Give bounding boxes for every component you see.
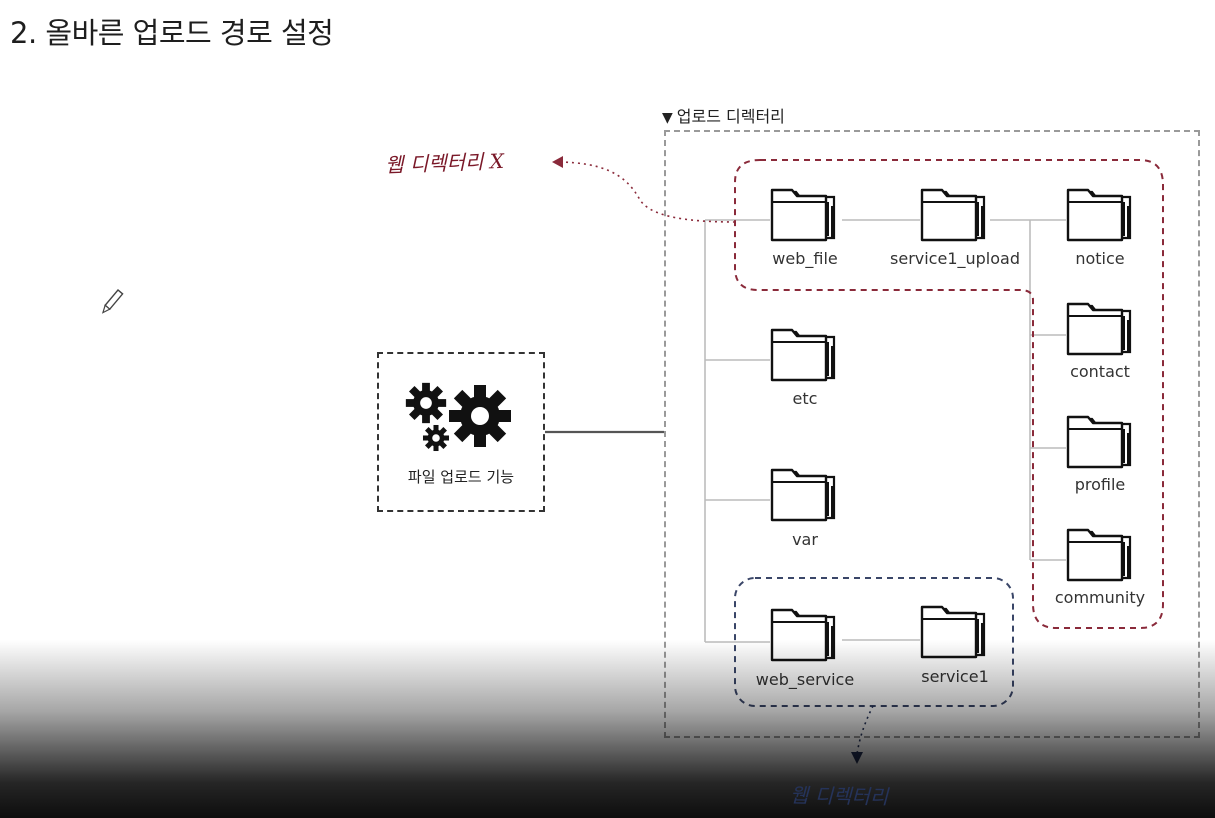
folder-label-profile: profile [1074, 475, 1126, 494]
folder-label-var: var [792, 530, 818, 549]
annotation-not-web-dir: 웹 디렉터리 X [384, 148, 505, 178]
red-arrow-head [552, 156, 563, 168]
folder-label-community: community [1054, 588, 1146, 607]
red-dashed-region [734, 159, 1164, 629]
folder-label-web-file: web_file [772, 249, 838, 268]
triangle-down-icon: ▼ [662, 110, 673, 126]
folder-label-etc: etc [792, 389, 818, 408]
folder-label-web-service: web_service [755, 670, 855, 689]
folder-label-service1: service1 [921, 667, 989, 686]
upload-dir-title: 업로드 디렉터리 [676, 107, 785, 126]
folder-label-contact: contact [1070, 362, 1130, 381]
blue-arrow-head [851, 752, 863, 764]
feature-label: 파일 업로드 기능 [407, 468, 515, 486]
file-upload-feature-box: 파일 업로드 기능 [377, 352, 545, 512]
annotation-web-dir: 웹 디렉터리 [789, 783, 889, 809]
upload-dir-label: ▼업로드 디렉터리 [662, 103, 785, 127]
upload-directory-box [664, 130, 1200, 738]
folder-label-service1-upload: service1_upload [890, 249, 1020, 268]
page-title: 2. 올바른 업로드 경로 설정 [10, 16, 334, 50]
folder-label-notice: notice [1075, 249, 1125, 268]
pencil-cursor-icon [101, 289, 124, 314]
